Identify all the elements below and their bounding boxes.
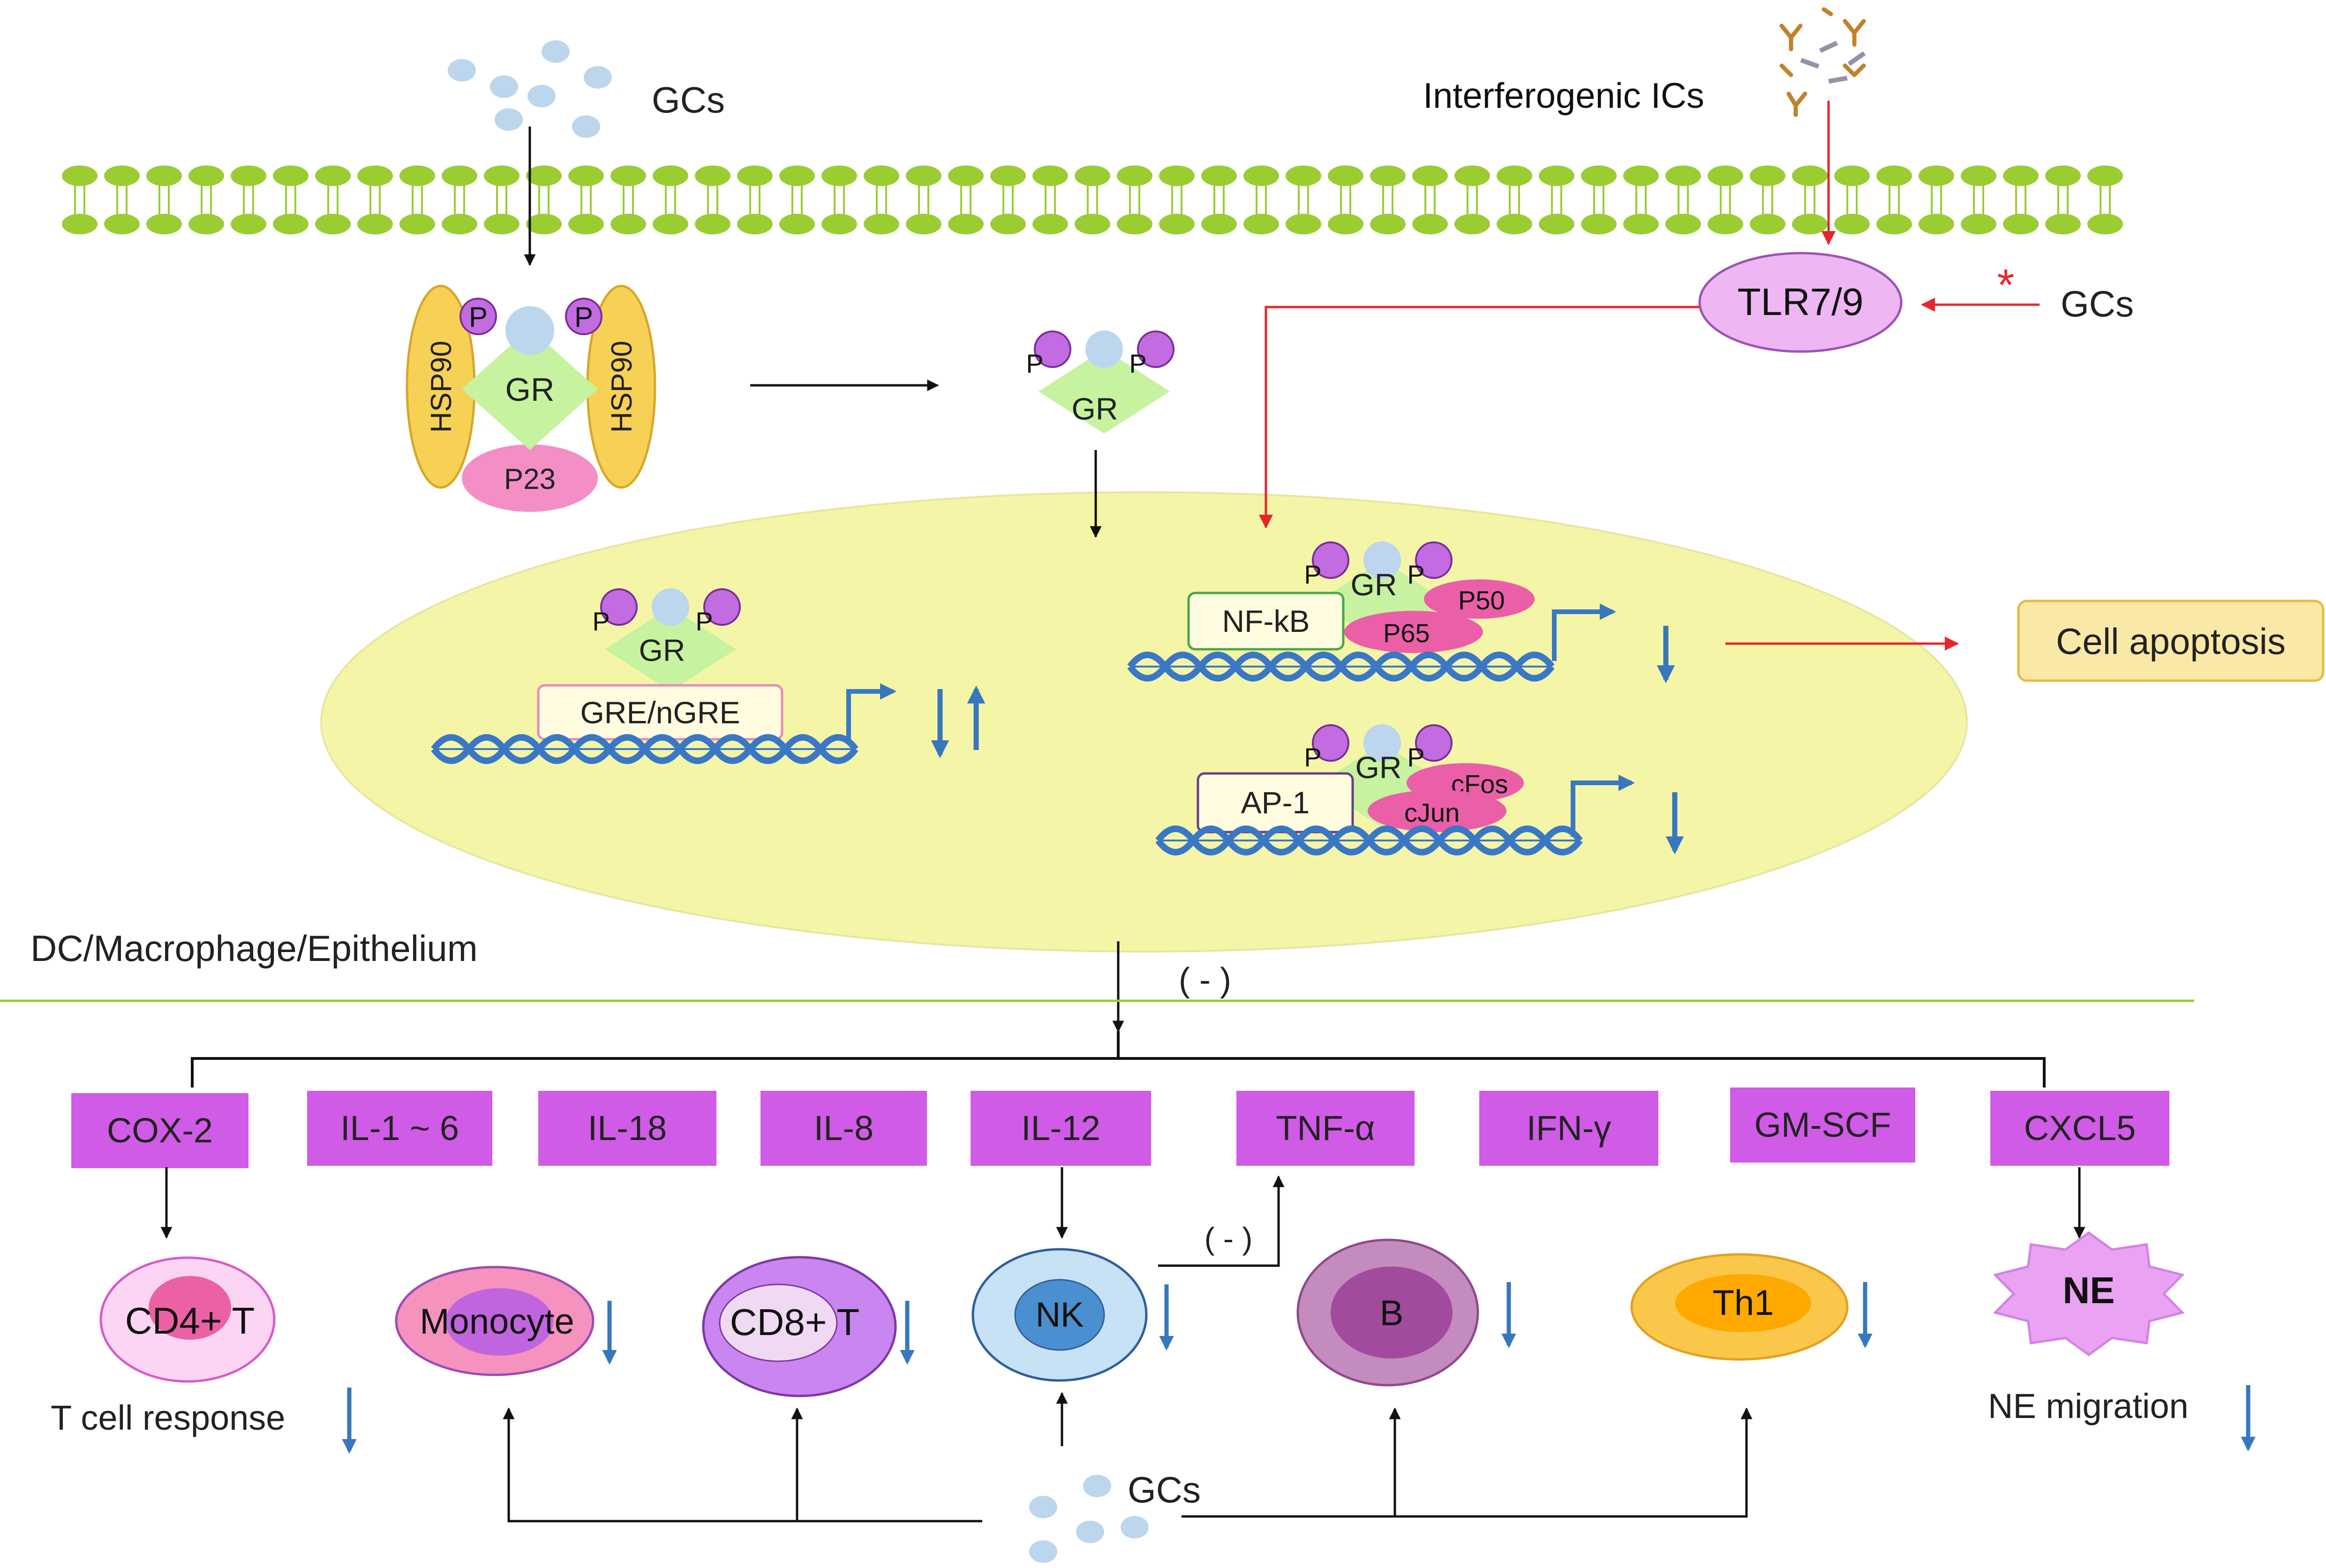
cytokine-label: TNF-α [1276, 1109, 1375, 1148]
monocyte-label: Monocyte [420, 1302, 574, 1342]
free-gr: P P GR [1026, 349, 1146, 426]
cd8-label: CD8+ T [730, 1301, 859, 1343]
monocyte-cell: Monocyte [395, 1266, 595, 1376]
phospho-left [459, 298, 497, 335]
tlr7-9-receptor [1698, 252, 1903, 353]
transcription-start-arrow [1571, 774, 1635, 837]
cytokine-box [760, 1091, 927, 1166]
p65-label: P65 [1383, 618, 1430, 648]
cd4-label: CD4+ T [125, 1300, 255, 1342]
transcription-start-arrow [846, 683, 896, 743]
gcs-label-right: GCs [2061, 283, 2134, 324]
cytokine-box [1236, 1091, 1415, 1166]
cytokine-label: IFN-γ [1527, 1109, 1611, 1148]
cytokine-label: COX-2 [107, 1111, 213, 1150]
cjun-subunit [1368, 790, 1506, 832]
cell-membrane [62, 165, 2123, 234]
phospho-right [565, 298, 602, 335]
cd4-t-cell: CD4+ T [99, 1256, 276, 1383]
p-label: P [1407, 560, 1424, 589]
p-label: P [695, 607, 713, 636]
gcs-to-monocyte-cd8-lines [503, 1407, 982, 1523]
gcs-label-top: GCs [652, 79, 725, 120]
cell-type-label: DC/Macrophage/Epithelium [30, 928, 478, 969]
p23-protein [462, 444, 598, 512]
b-label: B [1380, 1293, 1404, 1333]
p-label: P [469, 301, 488, 333]
ic-particles-icon [1800, 41, 1866, 84]
p-label: P [1026, 349, 1043, 378]
cytokine-box [538, 1091, 716, 1166]
p-label: P [1304, 560, 1321, 589]
gre-ngre-label: GRE/nGRE [580, 695, 740, 730]
nfkb-box [1187, 592, 1345, 651]
cytokine-label: IL-12 [1021, 1109, 1100, 1148]
cytokine-label: IL-18 [588, 1109, 667, 1148]
gr-receptor-complex [462, 328, 598, 450]
nfkb-label: NF-kB [1222, 604, 1310, 638]
cytokine-box [1990, 1091, 2169, 1166]
cell-apoptosis-box [2017, 600, 2325, 682]
gr-label: GR [1355, 750, 1402, 785]
cjun-label: cJun [1404, 798, 1460, 827]
gcs-molecules-bottom [1029, 1475, 1149, 1563]
tlr7-9-label: TLR7/9 [1738, 281, 1864, 323]
inhibition-label: ( - ) [1179, 961, 1231, 999]
gc-ligand [505, 306, 554, 355]
ne-cell: NE [1993, 1231, 2185, 1357]
th1-cell: Th1 [1630, 1253, 1849, 1361]
cytokine-label: GM-SCF [1754, 1105, 1891, 1144]
ap1-label: AP-1 [1241, 785, 1310, 820]
cd8-t-cell: CD8+ T [702, 1256, 897, 1397]
antibody-icon [1779, 7, 1866, 117]
p-label: P [592, 607, 610, 636]
interferogenic-ics-label: Interferogenic ICs [1423, 76, 1704, 116]
transcription-start-arrow [1552, 603, 1616, 661]
th1-label: Th1 [1713, 1283, 1774, 1323]
inhibition-label-nk: ( - ) [1204, 1221, 1253, 1256]
gr-label: GR [639, 633, 685, 668]
cytokine-label: IL-8 [814, 1109, 874, 1148]
cytokine-label: CXCL5 [2024, 1109, 2136, 1148]
b-cell: B [1296, 1238, 1479, 1387]
p-label: P [574, 301, 593, 333]
p50-label: P50 [1458, 585, 1505, 615]
cell-apoptosis-label: Cell apoptosis [2056, 621, 2286, 662]
hsp90-right-label: HSP90 [606, 341, 638, 433]
cytokine-box [71, 1093, 248, 1168]
cytokine-row: COX-2 IL-1 ~ 6 IL-18 IL-8 IL-12 TNF-α IFN-γ GM-… [71, 1088, 2169, 1168]
star-mark: * [1997, 260, 2015, 310]
nk-to-tnf-arrow [1158, 1175, 1285, 1267]
p23-label: P23 [504, 463, 556, 495]
p-label: P [1407, 743, 1424, 772]
gcs-molecules-top [448, 40, 612, 138]
ne-migration-label: NE migration [1988, 1387, 2189, 1425]
nk-label: NK [1036, 1295, 1084, 1334]
gr-label: GR [1351, 567, 1397, 602]
gcs-to-b-th1-lines [1182, 1407, 1753, 1518]
p65-subunit [1344, 611, 1483, 653]
cytokine-box [1730, 1088, 1915, 1163]
cytokine-box [307, 1091, 492, 1166]
hsp90-left-label: HSP90 [425, 341, 458, 433]
t-cell-response-label: T cell response [51, 1398, 285, 1437]
tlr-to-nfkb-arrow [1259, 306, 1700, 529]
gcs-label-bottom: GCs [1128, 1469, 1201, 1510]
nk-cell: NK [971, 1248, 1148, 1382]
p-label: P [1304, 743, 1321, 772]
ne-label: NE [2063, 1269, 2115, 1311]
cytokine-box [1479, 1091, 1658, 1166]
gr-label: GR [505, 371, 555, 408]
cytokine-box [971, 1091, 1151, 1166]
p-label: P [1129, 349, 1146, 378]
cytokine-label: IL-1 ~ 6 [340, 1109, 459, 1148]
cytokine-bracket [191, 1031, 2046, 1088]
p50-subunit [1424, 579, 1535, 619]
gr-label: GR [1072, 391, 1118, 426]
